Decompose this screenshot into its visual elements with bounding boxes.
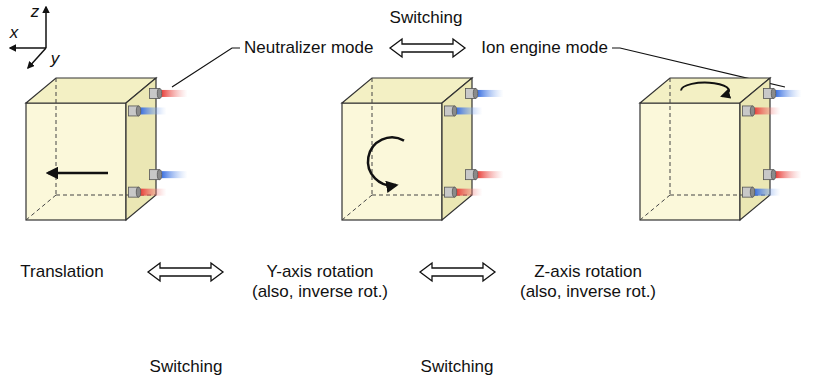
switching-label: Switching	[421, 357, 494, 377]
axis-label: y	[51, 49, 60, 69]
y-axis	[28, 48, 46, 68]
thruster	[764, 170, 802, 180]
cube-body	[26, 78, 156, 220]
thruster	[743, 106, 781, 116]
spacecraft-cube	[26, 78, 188, 220]
mode-label: Neutralizer mode	[244, 38, 373, 58]
spacecraft-cube	[342, 78, 504, 220]
thruster	[466, 88, 504, 98]
leader-line	[172, 48, 240, 87]
thruster	[129, 106, 167, 116]
axis-triad	[10, 7, 46, 68]
axis-label: z	[31, 2, 40, 22]
spacecraft-cube	[640, 78, 802, 220]
z-axis	[45, 7, 47, 48]
axis-label: x	[10, 23, 19, 43]
switching-label: Switching	[150, 357, 223, 377]
rotation-arrow	[368, 137, 404, 185]
thruster	[445, 187, 483, 197]
translation-arrow	[48, 172, 108, 175]
cube-body	[342, 78, 472, 220]
thruster	[743, 187, 781, 197]
rotation-arrow	[681, 83, 729, 97]
x-axis	[10, 47, 46, 49]
thruster	[129, 187, 167, 197]
thruster	[466, 170, 504, 180]
switch-arrow	[420, 263, 495, 281]
cube-body	[640, 78, 770, 220]
switch-arrow	[390, 39, 465, 57]
thruster	[150, 88, 188, 98]
thruster	[764, 88, 802, 98]
mode-label: Ion engine mode	[481, 38, 608, 58]
motion-caption: Translation	[20, 262, 103, 282]
switching-label: Switching	[390, 8, 463, 28]
motion-caption: Z-axis rotation (also, inverse rot.)	[519, 262, 657, 303]
thruster	[445, 106, 483, 116]
thruster	[150, 170, 188, 180]
switch-arrow	[148, 263, 223, 281]
motion-caption: Y-axis rotation (also, inverse rot.)	[251, 262, 389, 303]
